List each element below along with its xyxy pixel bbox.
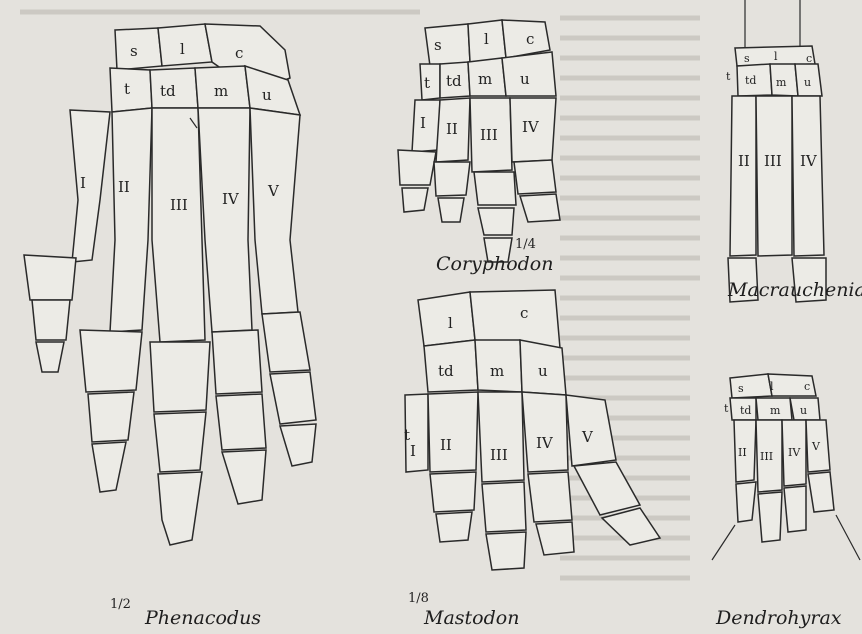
macrauchenia-carpal-label: m	[776, 76, 787, 89]
coryphodon-carpal-label: td	[446, 72, 462, 90]
coryphodon-digit-label: III	[480, 126, 498, 144]
macrauchenia-carpal-label: td	[745, 74, 756, 87]
phenacodus-carpal-label: t	[124, 80, 130, 98]
coryphodon-carpal-label: m	[478, 70, 492, 88]
phenacodus-digit-label: III	[170, 196, 188, 214]
phenacodus-scale: 1/2	[110, 597, 131, 612]
dendrohyrax-caption: Dendrohyrax	[715, 607, 842, 629]
mastodon-scale: 1/8	[408, 591, 429, 606]
coryphodon-carpal-label: u	[520, 70, 530, 88]
macrauchenia-carpal-label: t	[726, 70, 731, 83]
macrauchenia-carpal-label: l	[774, 50, 778, 63]
dendrohyrax-carpal-label: u	[800, 404, 807, 417]
macrauchenia-digit-label: IV	[800, 152, 818, 170]
dendrohyrax-digit-label: V	[811, 440, 821, 453]
macrauchenia-carpal-label: u	[804, 76, 811, 89]
phenacodus-digit-label: IV	[222, 190, 240, 208]
mastodon-digit-label: III	[490, 446, 508, 464]
macrauchenia-caption: Macrauchenia	[727, 279, 862, 301]
mastodon-digit-label: I	[410, 442, 416, 460]
dendrohyrax-carpal-label: l	[770, 380, 774, 393]
dendrohyrax-carpal-label: c	[804, 380, 810, 393]
mastodon-caption: Mastodon	[423, 607, 519, 629]
phenacodus-figure	[24, 24, 316, 545]
macrauchenia-carpal-label: c	[806, 52, 812, 65]
phenacodus-carpal-label: u	[262, 86, 272, 104]
phenacodus-digit-label: I	[80, 174, 86, 192]
dendrohyrax-carpal-label: td	[740, 404, 751, 417]
coryphodon-scale: 1/4	[515, 237, 536, 252]
macrauchenia-carpal-label: s	[744, 52, 750, 65]
phenacodus-carpal-label: c	[235, 44, 243, 62]
dendrohyrax-carpal-label: t	[724, 402, 729, 415]
mastodon-carpal-label: u	[538, 362, 548, 380]
dendrohyrax-carpal-label: s	[738, 382, 744, 395]
phenacodus-digit-label: II	[118, 178, 130, 196]
phenacodus-carpal-label: m	[214, 82, 228, 100]
coryphodon-digit-label: I	[420, 114, 426, 132]
mastodon-carpal-label: m	[490, 362, 504, 380]
mastodon-figure	[405, 290, 660, 570]
phenacodus-carpal-label: s	[130, 42, 138, 60]
macrauchenia-digit-label: III	[764, 152, 782, 170]
mastodon-carpal-label: c	[520, 304, 528, 322]
mastodon-digit-label: IV	[536, 434, 554, 452]
coryphodon-carpal-label: s	[434, 36, 442, 54]
coryphodon-carpal-label: c	[526, 30, 534, 48]
coryphodon-digit-label: IV	[522, 118, 540, 136]
mastodon-carpal-label: l	[448, 314, 453, 332]
dendrohyrax-digit-label: IV	[788, 446, 801, 459]
dendrohyrax-figure	[712, 374, 860, 560]
macrauchenia-figure	[728, 0, 826, 302]
phenacodus-carpal-label: td	[160, 82, 176, 100]
dendrohyrax-carpal-label: m	[770, 404, 781, 417]
coryphodon-carpal-label: t	[424, 74, 430, 92]
phenacodus-digit-label: V	[267, 182, 280, 200]
coryphodon-digit-label: II	[446, 120, 458, 138]
mastodon-digit-label: V	[581, 428, 594, 446]
dendrohyrax-digit-label: II	[738, 446, 747, 459]
mastodon-digit-label: II	[440, 436, 452, 454]
dendrohyrax-digit-label: III	[760, 450, 773, 463]
coryphodon-figure	[398, 20, 560, 262]
coryphodon-carpal-label: l	[484, 30, 489, 48]
coryphodon-caption: Coryphodon	[436, 253, 553, 275]
phenacodus-carpal-label: l	[180, 40, 185, 58]
mastodon-carpal-label: td	[438, 362, 454, 380]
macrauchenia-digit-label: II	[738, 152, 750, 170]
phenacodus-caption: Phenacodus	[144, 607, 261, 629]
